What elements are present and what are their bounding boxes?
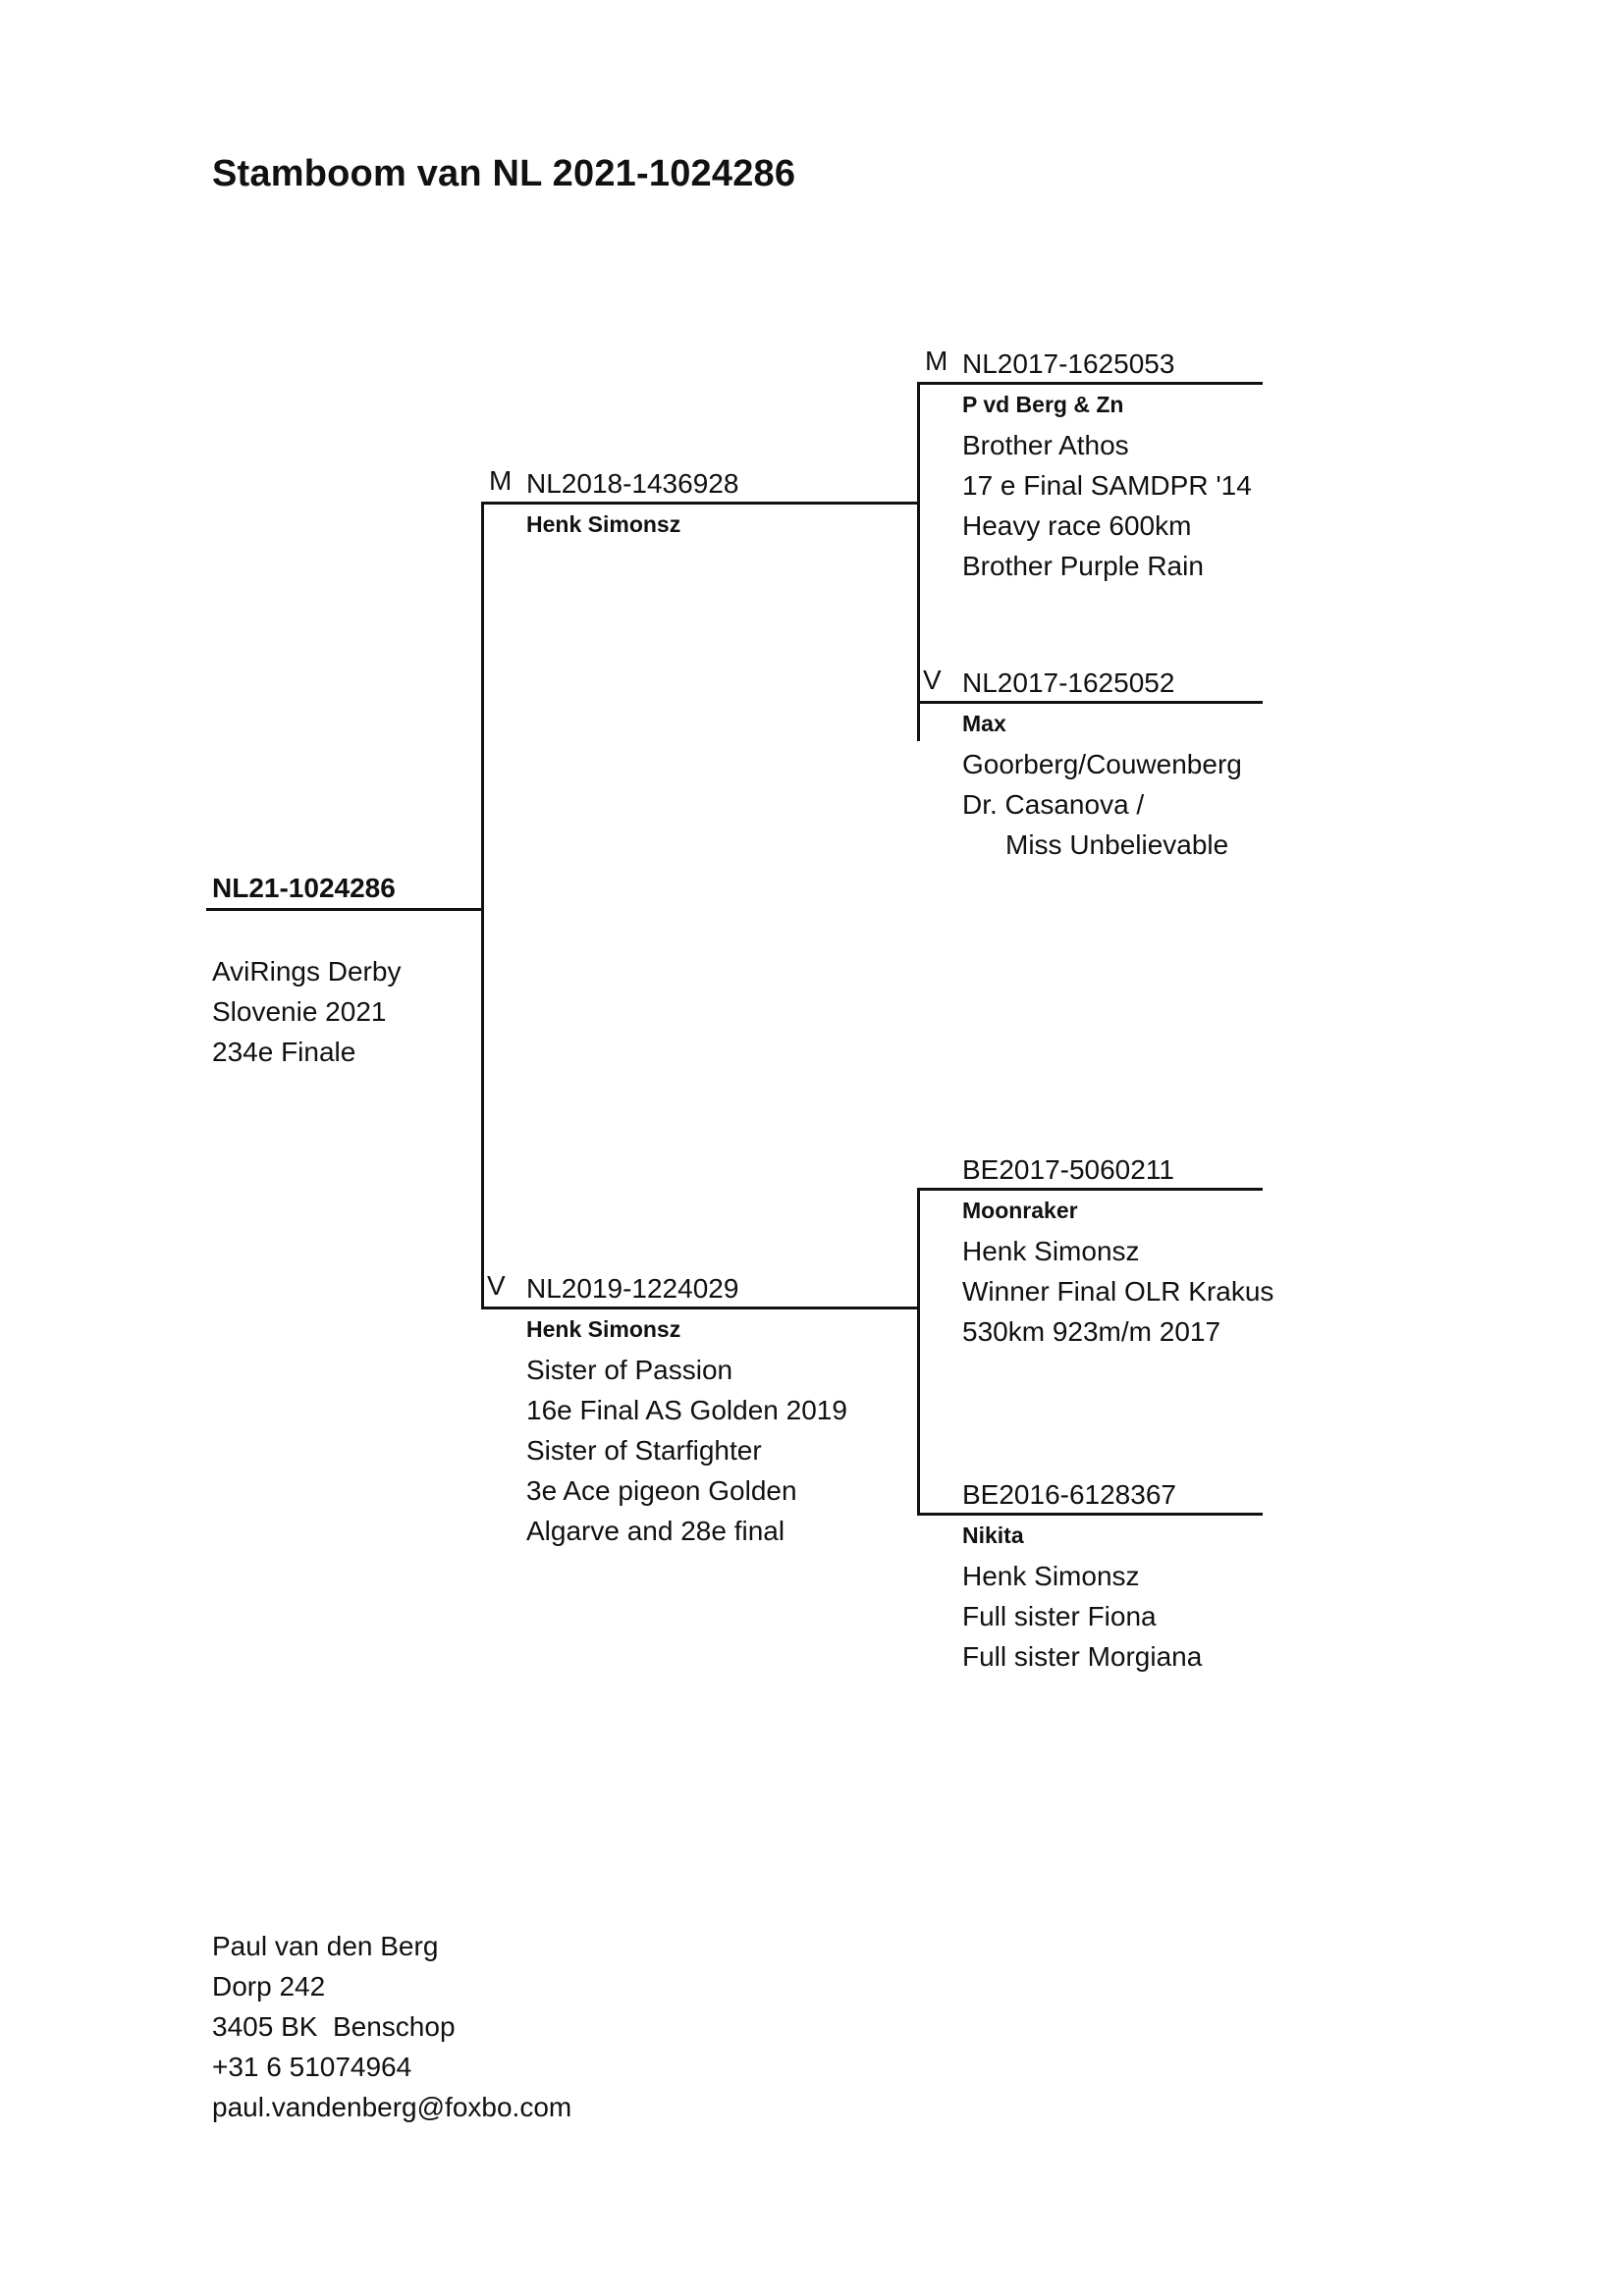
subject-note: 234e Finale	[212, 1037, 356, 1067]
dam-sire-underline	[917, 1188, 1263, 1191]
dam-sire-note: Henk Simonsz	[962, 1236, 1140, 1266]
owner-phone: +31 6 51074964	[212, 2052, 412, 2082]
dam-sire-note: 530km 923m/m 2017	[962, 1316, 1221, 1347]
dam-sire-note: Winner Final OLR Krakus	[962, 1276, 1274, 1307]
sire-dam-note: Dr. Casanova /	[962, 789, 1145, 820]
dam-dam-note: Full sister Fiona	[962, 1601, 1157, 1631]
dam-sex: V	[487, 1270, 506, 1301]
sire-dam-note: Miss Unbelievable	[1005, 829, 1229, 860]
sire-sire-underline	[917, 382, 1263, 385]
sire-breeder: Henk Simonsz	[526, 511, 681, 537]
dam-breeder: Henk Simonsz	[526, 1316, 681, 1342]
sire-underline	[481, 502, 919, 505]
sire-dam-name: Max	[962, 711, 1006, 736]
sire-dam-notes: Goorberg/Couwenberg Dr. Casanova / Miss …	[962, 744, 1242, 865]
sire-sire-ring: NL2017-1625053	[962, 348, 1175, 379]
dam-note: 16e Final AS Golden 2019	[526, 1395, 847, 1425]
sire-sire-note: Brother Purple Rain	[962, 551, 1204, 581]
subject-ring: NL21-1024286	[212, 873, 396, 903]
dam-note: Sister of Passion	[526, 1355, 733, 1385]
dam-vertical	[917, 1188, 920, 1516]
sire-sire-note: 17 e Final SAMDPR '14	[962, 470, 1252, 501]
dam-dam-name: Nikita	[962, 1522, 1024, 1548]
subject-notes: AviRings Derby Slovenie 2021 234e Finale	[212, 951, 401, 1072]
sire-sire-breeder: P vd Berg & Zn	[962, 392, 1124, 417]
dam-note: Algarve and 28e final	[526, 1516, 785, 1546]
dam-sire-notes: Henk Simonsz Winner Final OLR Krakus 530…	[962, 1231, 1273, 1352]
sire-vertical	[917, 382, 920, 741]
subject-vertical	[481, 502, 484, 1308]
subject-note: Slovenie 2021	[212, 996, 387, 1027]
sire-dam-note: Goorberg/Couwenberg	[962, 749, 1242, 779]
page-title: Stamboom van NL 2021-1024286	[212, 153, 796, 194]
dam-note: Sister of Starfighter	[526, 1435, 762, 1466]
dam-sire-name: Moonraker	[962, 1198, 1078, 1223]
sire-dam-sex: V	[923, 665, 942, 695]
sire-sire-note: Heavy race 600km	[962, 510, 1192, 541]
owner-contact: Paul van den Berg Dorp 242 3405 BK Bensc…	[212, 1926, 571, 2127]
dam-dam-note: Full sister Morgiana	[962, 1641, 1203, 1672]
subject-underline	[206, 908, 483, 911]
dam-ring: NL2019-1224029	[526, 1273, 739, 1304]
sire-sex: M	[489, 465, 513, 496]
dam-dam-underline	[917, 1513, 1263, 1516]
owner-email[interactable]: paul.vandenberg@foxbo.com	[212, 2092, 572, 2122]
sire-sire-notes: Brother Athos 17 e Final SAMDPR '14 Heav…	[962, 425, 1252, 586]
dam-notes: Sister of Passion 16e Final AS Golden 20…	[526, 1350, 847, 1551]
owner-city: 3405 BK Benschop	[212, 2011, 456, 2042]
sire-sire-note: Brother Athos	[962, 430, 1129, 460]
sire-sire-sex: M	[925, 346, 948, 376]
sire-dam-underline	[917, 701, 1263, 704]
dam-sire-ring: BE2017-5060211	[962, 1154, 1174, 1185]
subject-note: AviRings Derby	[212, 956, 402, 987]
owner-name: Paul van den Berg	[212, 1931, 439, 1961]
dam-note: 3e Ace pigeon Golden	[526, 1475, 797, 1506]
dam-dam-ring: BE2016-6128367	[962, 1479, 1176, 1510]
sire-dam-ring: NL2017-1625052	[962, 667, 1175, 698]
dam-dam-notes: Henk Simonsz Full sister Fiona Full sist…	[962, 1556, 1202, 1677]
owner-street: Dorp 242	[212, 1971, 326, 2002]
dam-dam-note: Henk Simonsz	[962, 1561, 1140, 1591]
sire-ring: NL2018-1436928	[526, 468, 739, 499]
dam-underline	[481, 1307, 919, 1309]
